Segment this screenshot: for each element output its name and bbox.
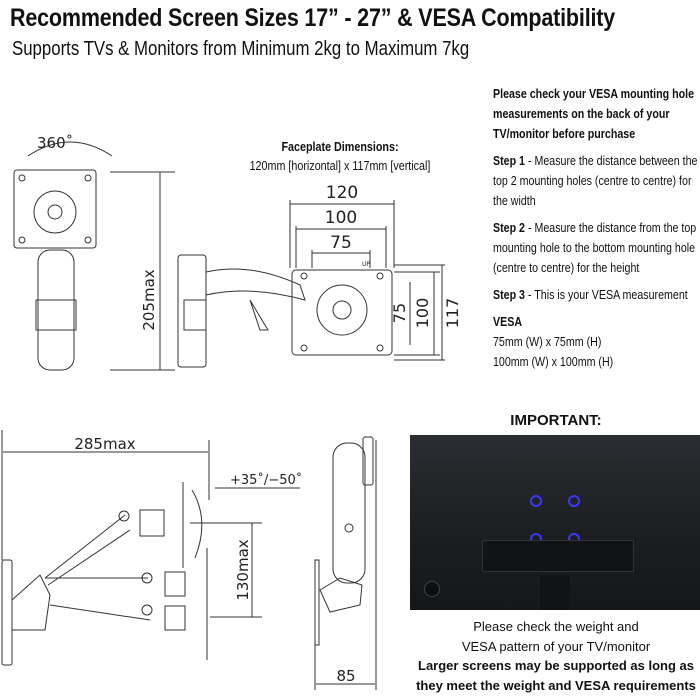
arm-with-faceplate-drawing [177, 200, 445, 368]
step-1: Step 1 - Measure the distance between th… [493, 153, 698, 208]
step-2: Step 2 - Measure the distance from the t… [493, 220, 697, 275]
note-line-2: VESA pattern of your TV/monitor [461, 638, 651, 654]
tilt-label: +35˚/−50˚ [230, 472, 302, 488]
faceplate-heading: Faceplate Dimensions: [281, 140, 399, 154]
vesa-hole-icon [568, 495, 580, 507]
vesa-size-75: 75mm (W) x 75mm (H) [493, 334, 602, 349]
side-depth-drawing [314, 436, 377, 690]
reach-max-label: 285max [74, 435, 135, 453]
ports-panel [482, 540, 634, 572]
step-3: Step 3 - This is your VESA measurement [493, 287, 688, 302]
up-marker: UP [362, 261, 370, 268]
width-75-label: 75 [330, 233, 352, 253]
vesa-intro: Please check your VESA mounting hole mea… [493, 86, 695, 141]
note-bold-2: they meet the weight and VESA requiremen… [416, 677, 696, 693]
important-heading: IMPORTANT: [510, 412, 602, 429]
vesa-heading: VESA [493, 314, 523, 329]
monitor-back-photo [410, 435, 700, 610]
faceplate-dims: 120mm [horizontal] x 117mm [vertical] [249, 159, 431, 173]
height-100-label: 100 [413, 298, 432, 329]
faceplate-dimensions: Faceplate Dimensions: 120mm [horizontal]… [220, 138, 461, 176]
power-button-icon [424, 581, 440, 597]
important-note: Please check the weight and VESA pattern… [400, 617, 700, 695]
vesa-instructions: Please check your VESA mounting hole mea… [493, 84, 700, 372]
page-subtitle: Supports TVs & Monitors from Minimum 2kg… [12, 38, 470, 60]
height-117-label: 117 [443, 298, 462, 329]
note-line-1: Please check the weight and [473, 619, 639, 634]
depth-label: 85 [336, 667, 355, 685]
width-100-label: 100 [325, 208, 357, 228]
arm-reach-tilt-drawing [1, 430, 300, 666]
vesa-hole-icon [530, 495, 542, 507]
lift-max-label: 130max [234, 539, 252, 600]
stand-neck [540, 575, 570, 610]
rotation-label: 360˚ [37, 134, 73, 152]
note-bold-1: Larger screens may be supported as long … [418, 658, 694, 673]
width-120-label: 120 [326, 183, 358, 203]
vesa-size-100: 100mm (W) x 100mm (H) [493, 354, 614, 369]
height-75-label: 75 [390, 303, 409, 323]
front-view-drawing [13, 141, 175, 371]
page-title: Recommended Screen Sizes 17” - 27” & VES… [10, 4, 616, 32]
height-max-label: 205max [140, 269, 158, 330]
